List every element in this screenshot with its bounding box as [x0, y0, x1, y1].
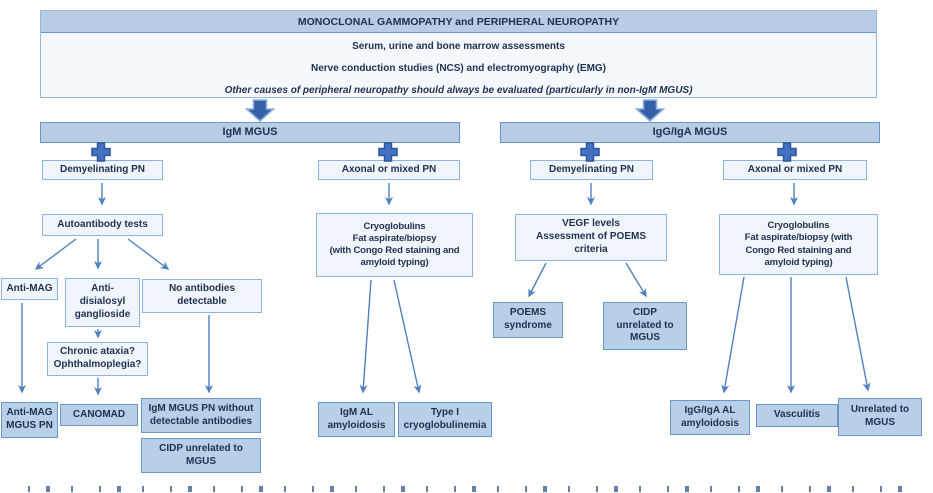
node-type1-cryoglobulinemia: Type I cryoglobulinemia	[398, 402, 492, 437]
node-poems-syndrome: POEMS syndrome	[493, 302, 563, 338]
node-demyelinating-pn-right: Demyelinating PN	[530, 160, 653, 180]
plus-icon-igm-axonal	[378, 142, 398, 162]
node-chronic-ataxia-ophthalmoplegia: Chronic ataxia? Ophthalmoplegia?	[47, 342, 148, 376]
arrow-cryo-right-to-igg-al	[721, 276, 745, 394]
node-vegf-poems: VEGF levels Assessment of POEMS criteria	[515, 214, 667, 261]
node-cryoglobulins-right: Cryoglobulins Fat aspirate/biopsy (with …	[719, 214, 878, 275]
arrow-cryo-left-to-type1	[393, 279, 422, 394]
assessment-line-3: Other causes of peripheral neuropathy sh…	[224, 84, 693, 96]
assessment-panel: MONOCLONAL GAMMOPATHY and PERIPHERAL NEU…	[40, 10, 877, 98]
plus-icons	[91, 142, 797, 162]
arrow-vegf-to-poems	[528, 262, 547, 298]
panel-title: MONOCLONAL GAMMOPATHY and PERIPHERAL NEU…	[41, 11, 876, 33]
arrow-cryo-left-to-igm-al	[359, 279, 372, 394]
node-cidp-unrelated-left: CIDP unrelated to MGUS	[141, 438, 261, 473]
assessment-line-2: Nerve conduction studies (NCS) and elect…	[310, 62, 607, 74]
node-anti-disialosyl-ganglioside: Anti- disialosyl ganglioside	[65, 278, 140, 327]
node-igg-iga-al-amyloidosis: IgG/IgA AL amyloidosis	[670, 400, 750, 435]
plus-icon-igm-demyelinating	[91, 142, 111, 162]
arrow-vegf-to-cidp	[625, 262, 647, 298]
node-cidp-unrelated-right: CIDP unrelated to MGUS	[603, 302, 687, 350]
node-anti-mag-mgus-pn: Anti-MAG MGUS PN	[1, 402, 58, 438]
node-igm-al-amyloidosis: IgM AL amyloidosis	[318, 402, 395, 437]
arrow-cryo-right-to-unrelated	[845, 276, 871, 392]
node-canomad: CANOMAD	[60, 404, 138, 426]
node-axonal-mixed-pn-left: Axonal or mixed PN	[318, 160, 460, 180]
panel-body: Serum, urine and bone marrow assessments…	[41, 33, 876, 106]
node-cryoglobulins-left: Cryoglobulins Fat aspirate/biopsy (with …	[316, 213, 473, 277]
node-igg-iga-mgus-bar: IgG/IgA MGUS	[500, 122, 880, 143]
arrow-autoantibody-to-anti-mag	[34, 238, 77, 270]
plus-icon-igg-axonal	[777, 142, 797, 162]
node-unrelated-to-mgus: Unrelated to MGUS	[838, 398, 922, 436]
assessment-line-1: Serum, urine and bone marrow assessments	[352, 41, 565, 53]
node-demyelinating-pn-left: Demyelinating PN	[42, 160, 163, 180]
node-igm-mgus-pn-without-antibodies: IgM MGUS PN without detectable antibodie…	[141, 398, 261, 433]
node-anti-mag: Anti-MAG	[1, 278, 58, 300]
node-igm-mgus-bar: IgM MGUS	[40, 122, 460, 143]
cropped-caption-fragment	[28, 486, 905, 492]
plus-icon-igg-demyelinating	[580, 142, 600, 162]
node-no-antibodies-detectable: No antibodies detectable	[142, 279, 262, 313]
node-axonal-mixed-pn-right: Axonal or mixed PN	[723, 160, 867, 180]
arrow-autoantibody-to-no-antibodies	[127, 238, 170, 270]
node-autoantibody-tests: Autoantibody tests	[42, 214, 163, 236]
node-vasculitis: Vasculitis	[756, 404, 838, 427]
